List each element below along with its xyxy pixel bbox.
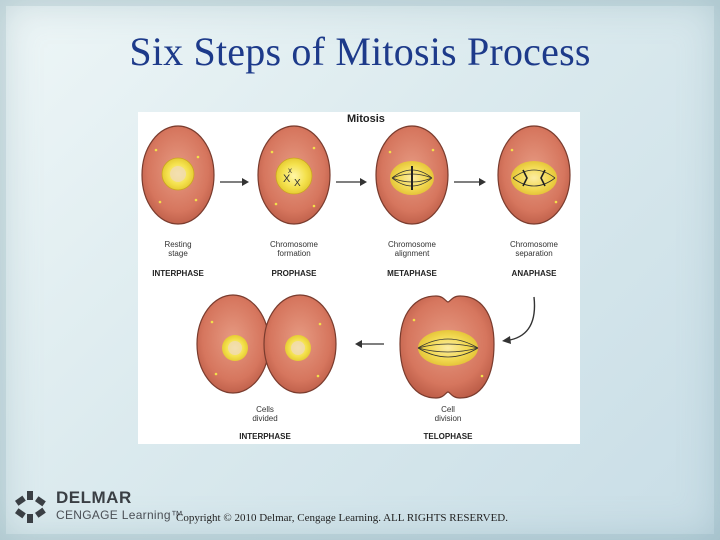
cell-anaphase — [497, 125, 571, 225]
cell-interphase-resting — [141, 125, 215, 225]
svg-text:x: x — [288, 166, 292, 175]
phase-label: TELOPHASE — [423, 432, 473, 441]
mitosis-diagram: X X x — [138, 112, 580, 444]
copyright-notice: Copyright © 2010 Delmar, Cengage Learnin… — [176, 512, 508, 524]
arrow-icon — [220, 178, 249, 186]
delmar-logo-icon — [15, 491, 46, 523]
mitosis-illustration: X X x — [141, 125, 571, 399]
svg-text:X: X — [283, 173, 291, 185]
phase-label: INTERPHASE — [239, 432, 291, 441]
phase-label: PROPHASE — [271, 269, 317, 278]
cell-telophase — [399, 295, 495, 399]
logo-wordmark-top: DELMAR — [56, 488, 132, 507]
slide-title: Six Steps of Mitosis Process — [129, 29, 591, 74]
svg-text:X: X — [294, 178, 301, 189]
phase-label: ANAPHASE — [511, 269, 557, 278]
arrow-icon — [502, 296, 536, 344]
phase-label: METAPHASE — [387, 269, 437, 278]
arrow-icon — [336, 178, 367, 186]
diagram-heading: Mitosis — [347, 113, 385, 125]
arrow-icon — [355, 340, 384, 348]
phase-label: INTERPHASE — [152, 269, 204, 278]
cell-prophase: X X x — [257, 125, 331, 225]
cells-divided — [196, 294, 337, 394]
arrow-icon — [454, 178, 486, 186]
publisher-logo: DELMAR CENGAGE Learning™ — [14, 488, 183, 528]
cell-metaphase — [375, 125, 449, 225]
logo-wordmark-bottom: CENGAGE Learning™ — [56, 508, 184, 522]
